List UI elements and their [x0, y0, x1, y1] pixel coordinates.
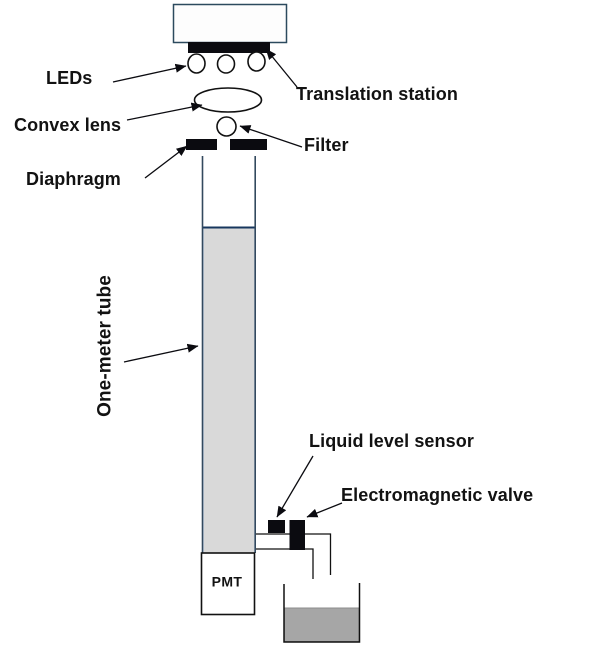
diaphragm-arrow — [144, 145, 188, 179]
translation-station-box — [172, 3, 288, 44]
liquid-level-sensor-arrow — [276, 455, 314, 518]
diaphragm-bar-left — [186, 139, 217, 150]
diaphragm-slits — [186, 139, 267, 150]
convex-lens-label: Convex lens — [14, 115, 122, 135]
one-meter-tube-arrow — [123, 343, 199, 363]
one-meter-tube-label: One-meter tube — [94, 275, 116, 417]
drain-pipe-lower-wall — [256, 548, 314, 579]
translation-station-bar — [188, 42, 270, 53]
filter-arrow — [239, 125, 303, 148]
pmt-label: PMT — [211, 573, 243, 590]
annotation-arrows — [112, 48, 343, 518]
led-circle-1 — [187, 53, 206, 74]
beaker-liquid — [284, 607, 360, 642]
led-circle-3 — [247, 51, 266, 72]
beaker-outline — [283, 583, 361, 643]
leds-label: LEDs — [46, 68, 93, 88]
translation-station-label: Translation station — [296, 84, 458, 104]
pmt-box — [200, 552, 256, 616]
liquid-level-sensor-block — [268, 520, 285, 533]
convex-lens-arrow — [126, 102, 203, 121]
translation-station-arrow — [265, 48, 298, 88]
led-circle-2 — [216, 54, 236, 74]
diaphragm-label: Diaphragm — [26, 169, 121, 189]
liquid-level-sensor-label: Liquid level sensor — [309, 431, 474, 451]
filter-label: Filter — [304, 135, 349, 155]
electromagnetic-valve-arrow — [306, 502, 343, 518]
filter-circle — [216, 116, 237, 137]
leds-arrow — [112, 63, 187, 83]
led-array — [187, 51, 266, 74]
convex-lens-ellipse — [193, 87, 263, 113]
tube-liquid-column — [203, 226, 255, 554]
diaphragm-bar-right — [230, 139, 267, 150]
electromagnetic-valve-label: Electromagnetic valve — [341, 485, 534, 505]
drain-pipe-upper-wall — [256, 533, 332, 575]
electromagnetic-valve-block — [289, 520, 305, 550]
